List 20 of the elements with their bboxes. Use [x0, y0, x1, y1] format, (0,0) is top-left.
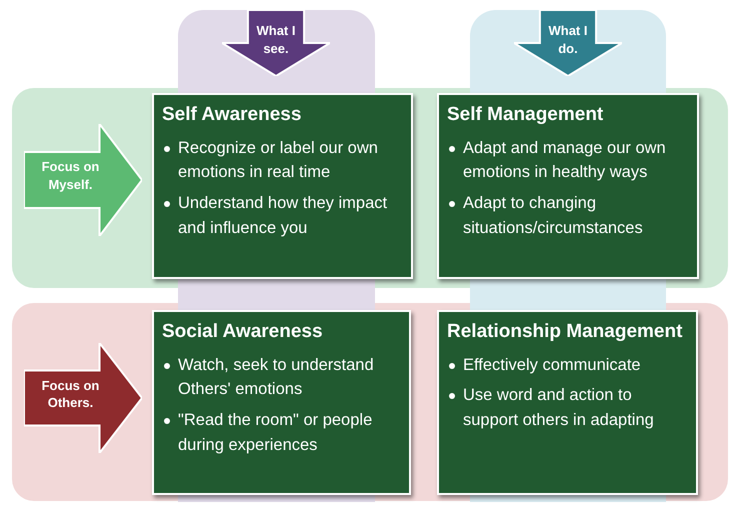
category-card: [437, 310, 698, 495]
bullet-text: Adapt and manage our own emotions in healthy ways: [463, 138, 667, 184]
category-card: [152, 93, 413, 279]
category-card: [437, 93, 699, 279]
arrow-label: What I do.: [547, 22, 588, 58]
arrow-label: Focus on Myself.: [40, 158, 100, 194]
bullet-text: Recognize or label our own emotions in real time: [178, 138, 379, 184]
bullet-text: Understand how they impact and influence you: [178, 193, 388, 239]
card-heading: Self Awareness: [162, 103, 302, 127]
bullet-text: Use word and action to support others in adapting: [463, 385, 655, 432]
bullet-text: Adapt to changing situations/circumstances: [463, 193, 644, 239]
arrow-label: What I see.: [255, 22, 296, 58]
category-card: [152, 310, 411, 495]
card-heading: Social Awareness: [162, 320, 324, 344]
bullet-text: Watch, seek to understand Others' emotions: [178, 354, 375, 400]
arrow-label: Focus on Others.: [40, 376, 100, 412]
card-heading: Relationship Management: [447, 320, 684, 344]
card-heading: Self Management: [447, 103, 604, 127]
bullet-text: Effectively communicate: [463, 354, 642, 376]
bullet-text: "Read the room" or people during experiences: [178, 410, 374, 456]
